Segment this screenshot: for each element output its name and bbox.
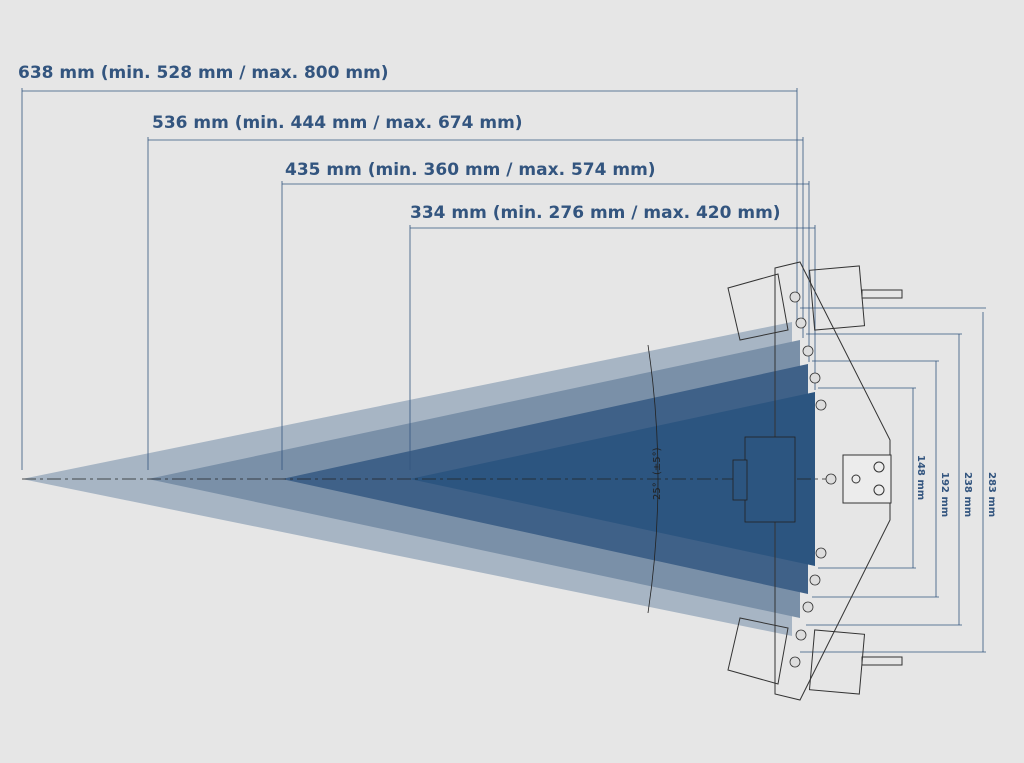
- mounting-bolts: [789, 291, 837, 668]
- sensor-mount-assembly: [727, 261, 903, 701]
- width-label-238: 238 mm: [962, 472, 973, 517]
- range-label-334: 334 mm (min. 276 mm / max. 420 mm): [410, 203, 781, 223]
- beam-334: [410, 392, 815, 566]
- width-label-192: 192 mm: [939, 472, 950, 517]
- width-label-283: 283 mm: [986, 472, 997, 517]
- range-label-536: 536 mm (min. 444 mm / max. 674 mm): [152, 113, 523, 133]
- width-dimension-lines: [800, 307, 986, 653]
- range-dimension-lines: [21, 88, 816, 470]
- angle-value: 25°: [652, 482, 663, 500]
- angle-arc: [647, 344, 659, 614]
- angle-tolerance: (±5°): [652, 447, 663, 475]
- range-label-435: 435 mm (min. 360 mm / max. 574 mm): [285, 160, 656, 180]
- width-label-148: 148 mm: [915, 455, 926, 500]
- range-label-638: 638 mm (min. 528 mm / max. 800 mm): [18, 63, 389, 83]
